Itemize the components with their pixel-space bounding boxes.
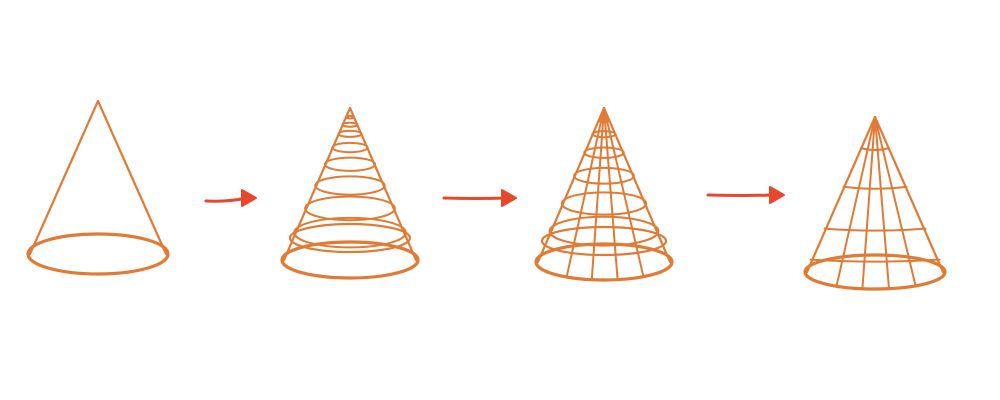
cone-right-side-line [873,115,945,274]
cone-horizontal-ring [573,166,635,185]
cone-base-ellipse [534,242,674,282]
cone-vertical-contour-line [874,116,917,287]
cone-horizontal-ring [591,130,617,139]
cone-horizontal-ring [337,129,363,138]
cone-left-side-line [28,99,100,256]
cone-vertical-contour-line [603,107,619,281]
right-arrow-icon [442,189,517,207]
cone-horizontal-ring [293,216,407,249]
arrow-head [769,186,785,204]
right-arrow-icon [204,189,257,207]
cone-horizontal-ring [323,156,377,172]
cone-base-ellipse [26,232,170,276]
arrow-shaft [706,193,776,197]
cone-vertical-contour-line [861,116,876,290]
cone-base-ellipse [280,240,420,280]
cone-vertical-contour-line [590,107,605,281]
cone-left-side-line [805,115,877,274]
arrow-shaft [442,196,508,200]
cone-vertical-contour-line [565,107,605,279]
cone-horizontal-ring [560,191,648,216]
arrow-head [501,189,517,207]
cone-vertical-contour-line [835,116,876,288]
cone-right-side-line [96,99,168,256]
cone-horizontal-ring [548,215,660,247]
cone-horizontal-chord [842,185,908,190]
cone-vertical-contour-line [603,107,645,278]
cone-horizontal-ring [331,141,369,154]
cone-step-2-horizontal-rings [280,106,420,280]
cone-right-side-line [348,106,418,262]
cone-horizontal-chord [809,258,941,263]
cone-vertical-contour-line [874,116,890,290]
cone-horizontal-chord [860,147,890,151]
cone-step-1-plain-outline [26,99,170,276]
cone-step-3-rings-and-verticals [534,106,674,282]
cone-inner-base-ellipse [288,222,412,254]
cone-step-4-contour-grid [803,115,947,291]
cone-base-ellipse [803,253,947,291]
cone-horizontal-chord [823,227,927,232]
arrow-shaft [204,196,248,203]
cone-horizontal-ring [304,195,396,222]
cone-inner-base-ellipse [540,225,668,257]
arrow-head [241,189,257,207]
cone-left-side-line [282,106,352,262]
cone-horizontal-ring [344,114,356,120]
cone-horizontal-ring [583,146,625,159]
cone-horizontal-ring [314,175,386,196]
cone-horizontal-ring [341,121,359,128]
right-arrow-icon [706,186,785,204]
